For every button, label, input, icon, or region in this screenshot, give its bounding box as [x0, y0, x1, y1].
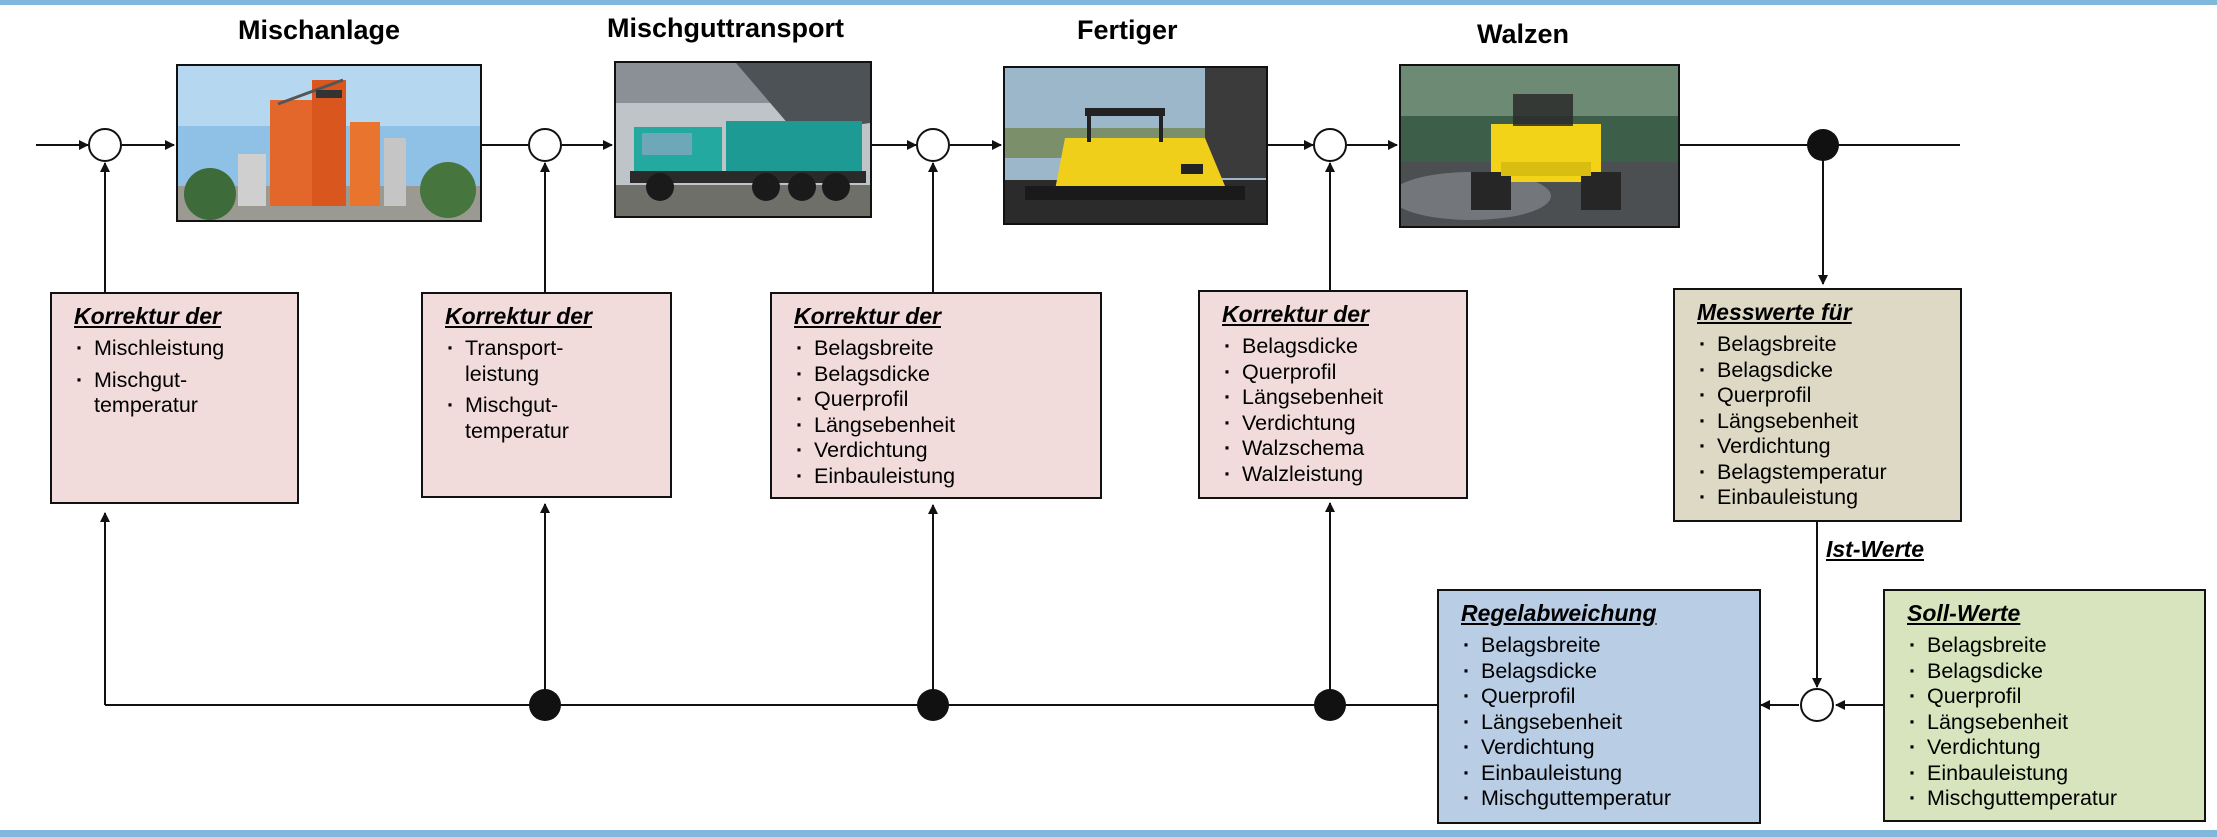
correction-box-transport: Korrektur der Transport-leistung Mischgu… — [421, 292, 672, 498]
actual-values-label: Ist-Werte — [1826, 536, 1924, 562]
stage-title-mixing-plant: Mischanlage — [238, 15, 401, 45]
list-item: Belagsbreite — [794, 336, 1090, 362]
correction-heading: Korrektur der — [74, 303, 221, 329]
measurement-box: Messwerte für Belagsbreite Belagsdicke Q… — [1673, 288, 1962, 522]
stage-title-roller: Walzen — [1477, 19, 1570, 49]
top-frame-line — [0, 0, 2217, 5]
list-item: Verdichtung — [1907, 735, 2194, 761]
road-roller-photo — [1399, 64, 1680, 228]
list-item: Längsebenheit — [1907, 710, 2194, 736]
bottom-frame-line — [0, 830, 2217, 837]
list-item: Verdichtung — [1697, 434, 1950, 460]
list-item: Längsebenheit — [1697, 409, 1950, 435]
list-item: Belagsbreite — [1697, 332, 1950, 358]
junction-dot — [529, 689, 561, 721]
list-item: Verdichtung — [794, 438, 1090, 464]
correction-box-roller: Korrektur der Belagsdicke Querprofil Län… — [1198, 290, 1468, 499]
junction-dot — [917, 689, 949, 721]
junction-dot — [1807, 129, 1839, 161]
list-item: Mischgut-temperatur — [74, 368, 244, 419]
list-item: Belagsdicke — [794, 362, 1090, 388]
list-item: Querprofil — [1222, 360, 1456, 386]
correction-box-mixing: Korrektur der Mischleistung Mischgut-tem… — [50, 292, 299, 504]
deviation-heading: Regelabweichung — [1461, 600, 1657, 626]
list-item: Mischleistung — [74, 336, 287, 362]
stage-title-paver: Fertiger — [1077, 15, 1178, 45]
correction-heading: Korrektur der — [794, 303, 941, 329]
list-item: Einbauleistung — [1697, 485, 1950, 511]
measurement-heading: Messwerte für — [1697, 299, 1852, 325]
list-item: Längsebenheit — [1222, 385, 1456, 411]
summing-point — [1313, 128, 1347, 162]
summing-point — [528, 128, 562, 162]
list-item: Längsebenheit — [1461, 710, 1749, 736]
list-item: Belagsdicke — [1461, 659, 1749, 685]
list-item: Querprofil — [794, 387, 1090, 413]
correction-box-paver: Korrektur der Belagsbreite Belagsdicke Q… — [770, 292, 1102, 499]
list-item: Einbauleistung — [1907, 761, 2194, 787]
list-item: Belagsbreite — [1907, 633, 2194, 659]
summing-point — [916, 128, 950, 162]
asphalt-paver-photo — [1003, 66, 1268, 225]
list-item: Mischguttemperatur — [1461, 786, 1749, 812]
target-values-box: Soll-Werte Belagsbreite Belagsdicke Quer… — [1883, 589, 2206, 822]
list-item: Belagsbreite — [1461, 633, 1749, 659]
correction-heading: Korrektur der — [445, 303, 592, 329]
list-item: Verdichtung — [1461, 735, 1749, 761]
list-item: Belagsdicke — [1697, 358, 1950, 384]
list-item: Belagsdicke — [1222, 334, 1456, 360]
list-item: Belagstemperatur — [1697, 460, 1950, 486]
list-item: Einbauleistung — [794, 464, 1090, 490]
stage-title-transport: Mischguttransport — [607, 13, 845, 43]
list-item: Querprofil — [1697, 383, 1950, 409]
list-item: Transport-leistung — [445, 336, 605, 387]
list-item: Mischgut-temperatur — [445, 393, 605, 444]
comparison-point — [1800, 688, 1834, 722]
deviation-box: Regelabweichung Belagsbreite Belagsdicke… — [1437, 589, 1761, 824]
summing-point — [88, 128, 122, 162]
list-item: Mischguttemperatur — [1907, 786, 2194, 812]
list-item: Walzleistung — [1222, 462, 1456, 488]
list-item: Verdichtung — [1222, 411, 1456, 437]
junction-dot — [1314, 689, 1346, 721]
mixing-plant-photo — [176, 64, 482, 222]
list-item: Walzschema — [1222, 436, 1456, 462]
list-item: Längsebenheit — [794, 413, 1090, 439]
list-item: Querprofil — [1461, 684, 1749, 710]
correction-heading: Korrektur der — [1222, 301, 1369, 327]
dump-truck-photo — [614, 61, 872, 218]
target-heading: Soll-Werte — [1907, 600, 2021, 626]
list-item: Belagsdicke — [1907, 659, 2194, 685]
list-item: Einbauleistung — [1461, 761, 1749, 787]
list-item: Querprofil — [1907, 684, 2194, 710]
